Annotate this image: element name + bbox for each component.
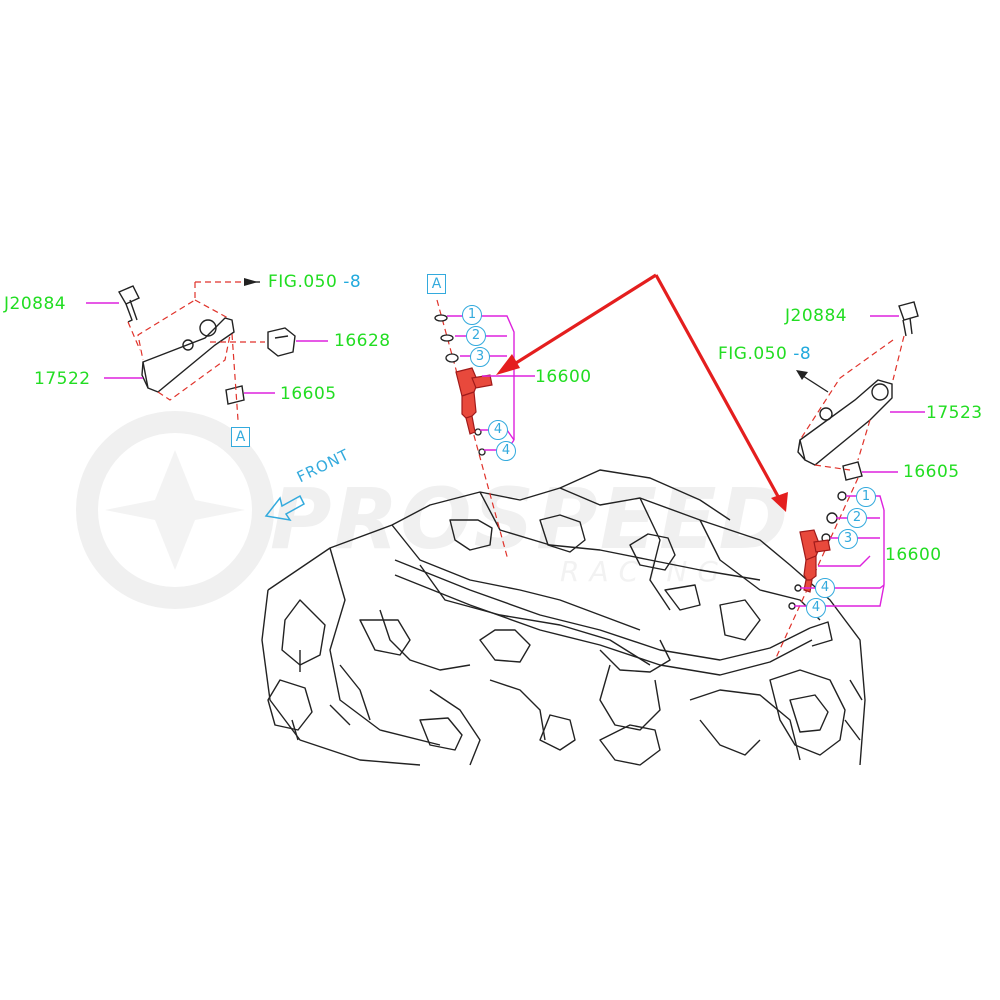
watermark-sub: RACING — [560, 555, 730, 588]
watermark-brand: PROSPEED — [270, 470, 791, 568]
engine-block — [261, 469, 866, 766]
callout-arrowhead-center-icon — [496, 354, 520, 375]
center-item-4b: 4 — [496, 441, 516, 461]
left-fig-ref-suffix: -8 — [343, 272, 362, 292]
center-injector-icon — [455, 367, 493, 435]
center-item-1: 1 — [462, 305, 482, 325]
right-item-4a: 4 — [815, 578, 835, 598]
center-item-2: 2 — [466, 326, 486, 346]
right-item-1: 1 — [856, 487, 876, 507]
ref-box-center-a: A — [427, 274, 446, 294]
label-right-fig-ref[interactable]: FIG.050 -8 — [718, 344, 811, 364]
ref-box-left-a: A — [231, 427, 250, 447]
center-injector-stack — [434, 314, 486, 456]
left-dashed-lines — [127, 281, 265, 421]
label-left-clip[interactable]: 16605 — [280, 384, 337, 404]
right-fig-arrow-icon — [796, 370, 808, 380]
label-center-injector[interactable]: 16600 — [535, 367, 592, 387]
left-fig-ref-text: FIG.050 — [268, 272, 338, 292]
front-arrow-icon — [264, 494, 305, 522]
label-right-injector[interactable]: 16600 — [885, 545, 942, 565]
left-fig-arrow-icon — [244, 278, 258, 286]
left-leaders — [86, 302, 328, 394]
right-item-3: 3 — [838, 529, 858, 549]
callout-arrows — [507, 273, 782, 501]
center-item-3: 3 — [470, 347, 490, 367]
callout-arrowhead-right-icon — [771, 492, 788, 512]
right-fig-ref-text: FIG.050 — [718, 344, 788, 364]
right-item-4b: 4 — [806, 598, 826, 618]
label-left-nut[interactable]: 16628 — [334, 331, 391, 351]
label-left-rail[interactable]: 17522 — [34, 369, 91, 389]
label-right-rail[interactable]: 17523 — [926, 403, 983, 423]
left-fuel-rail-assembly — [117, 285, 296, 405]
right-fig-ref-suffix: -8 — [793, 344, 812, 364]
label-left-bolt[interactable]: J20884 — [4, 294, 67, 314]
right-item-2: 2 — [847, 508, 867, 528]
label-left-fig-ref[interactable]: FIG.050 -8 — [268, 272, 361, 292]
center-item-4a: 4 — [488, 420, 508, 440]
label-right-clip[interactable]: 16605 — [903, 462, 960, 482]
right-injector-icon — [799, 529, 831, 593]
label-right-bolt[interactable]: J20884 — [785, 306, 848, 326]
